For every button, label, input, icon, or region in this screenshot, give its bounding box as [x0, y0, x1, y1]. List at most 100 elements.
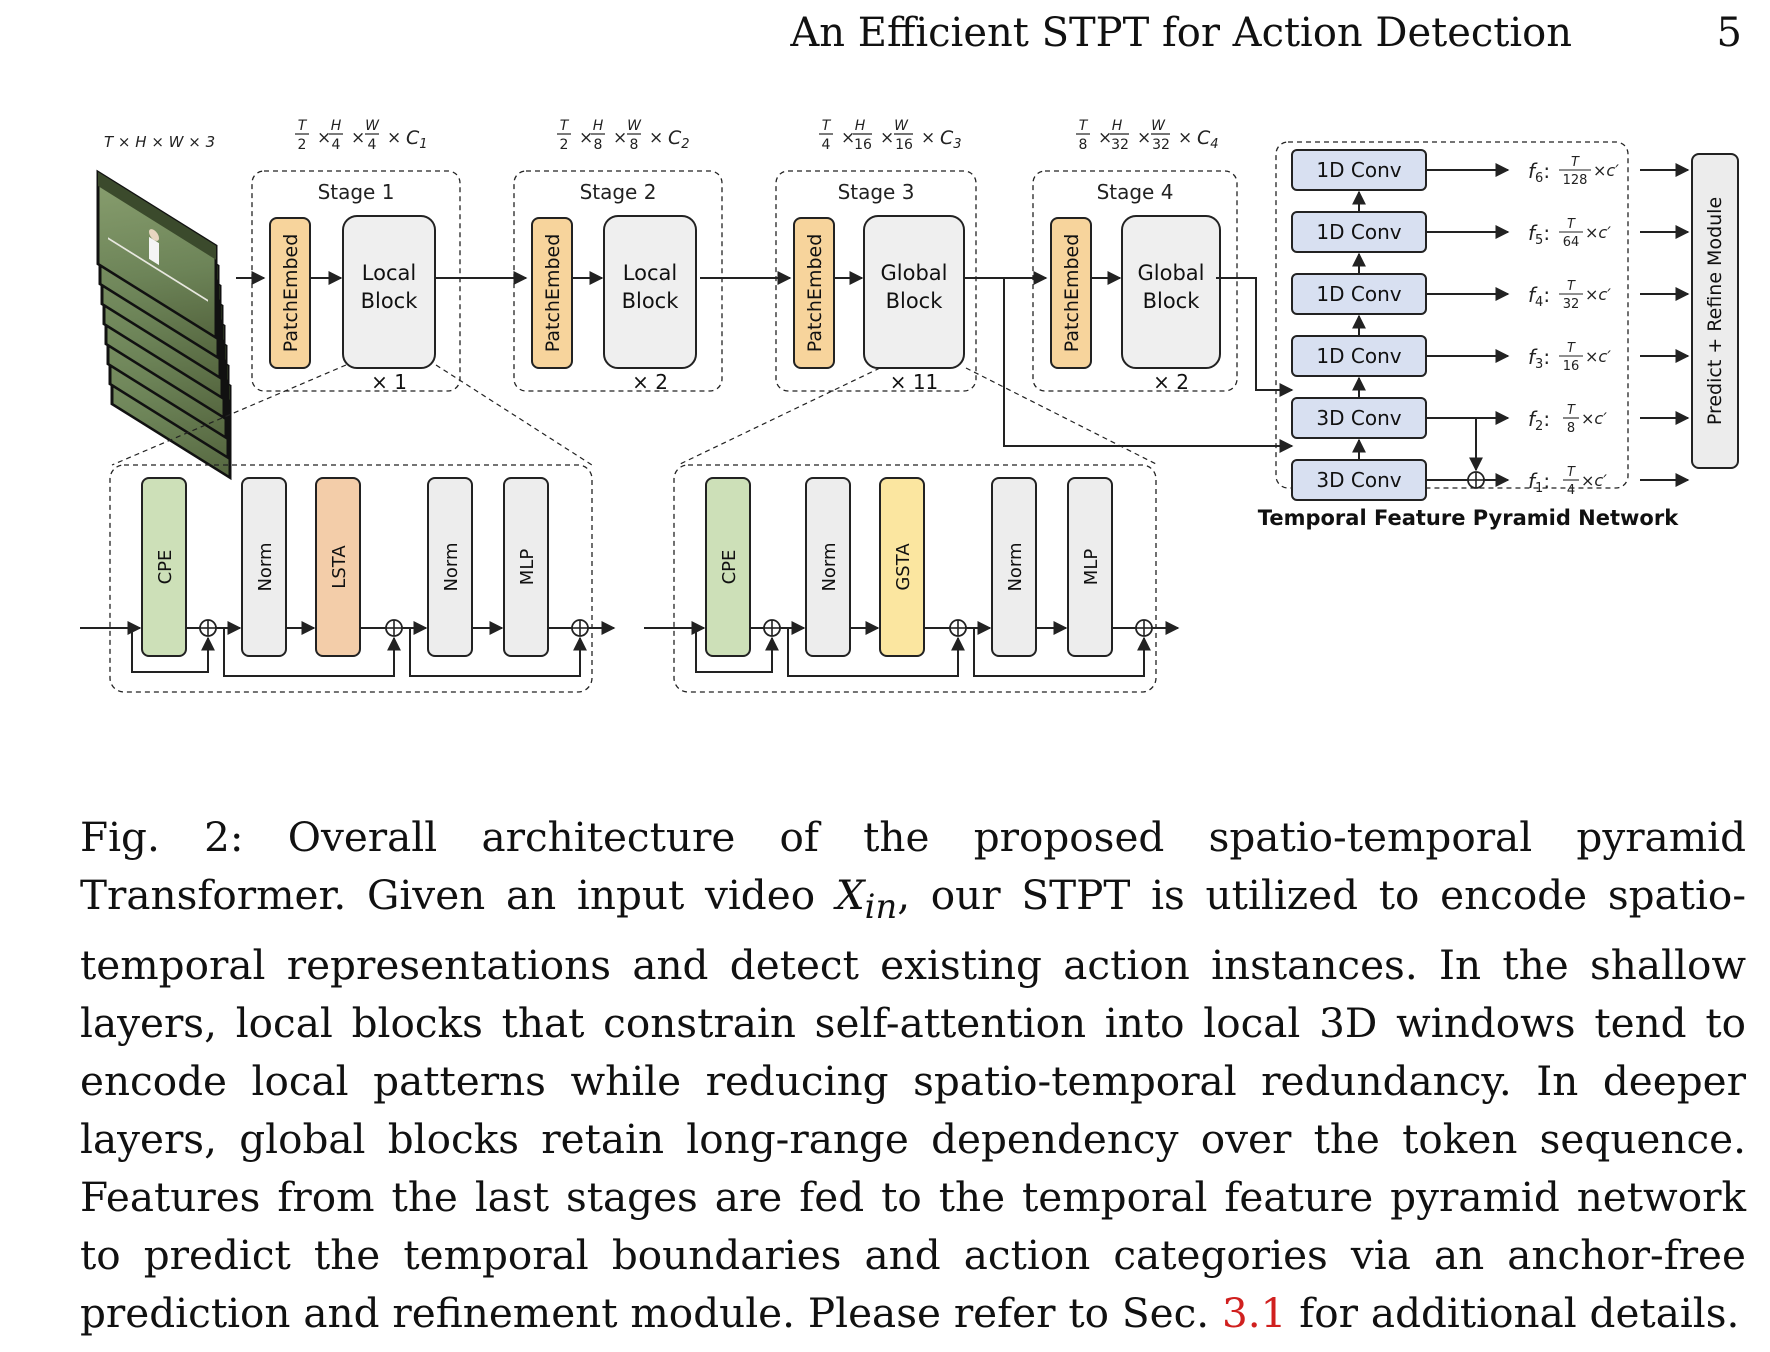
svg-text:8: 8: [1079, 137, 1088, 153]
stage-container: [513, 170, 723, 392]
svg-text:T: T: [298, 118, 308, 134]
svg-text:T: T: [822, 118, 832, 134]
figure-caption: Fig. 2: Overall architecture of the prop…: [80, 808, 1746, 1342]
pyramid-output-label: f2:T8×c′: [1528, 403, 1607, 436]
svg-text:f5:: f5:: [1528, 221, 1550, 248]
section-reference-link[interactable]: 3.1: [1222, 1289, 1287, 1338]
svg-text:×: ×: [317, 128, 331, 148]
svg-text:16: 16: [854, 137, 872, 153]
svg-text:2: 2: [560, 137, 569, 153]
transformer-block: [863, 215, 965, 369]
svg-text:H: H: [1112, 118, 1123, 134]
patch-embed-label: PatchEmbed: [280, 234, 302, 353]
repeat-count: × 1: [371, 370, 407, 394]
layer-box: [241, 477, 287, 657]
transformer-block: [1121, 215, 1221, 369]
svg-text:W: W: [1151, 118, 1166, 134]
pyramid-output-label: f4: T 32 ×c′: [1528, 279, 1611, 312]
page-number: 5: [1716, 10, 1742, 56]
running-title: An Efficient STPT for Action Detection: [790, 10, 1572, 56]
layer-label: GSTA: [893, 543, 914, 591]
svg-text:×c′: ×c′: [1585, 285, 1611, 304]
stage-flow-arrows: [436, 271, 1294, 453]
stage-container: [1032, 170, 1238, 392]
stage-output-shape: T2×H8×W8×C2: [557, 118, 690, 153]
svg-text:32: 32: [1563, 297, 1580, 312]
input-shape-label: T × H × W × 3: [104, 133, 215, 151]
conv-label: 1D Conv: [1316, 158, 1401, 182]
caption-text-end: for additional details.: [1286, 1289, 1740, 1338]
svg-text:T: T: [1567, 465, 1576, 480]
svg-text:64: 64: [1563, 235, 1580, 250]
svg-text:f6:: f6:: [1528, 159, 1550, 186]
pyramid-output-label: f1:T4×c′: [1528, 465, 1607, 498]
svg-text:×c′: ×c′: [1585, 347, 1611, 366]
layer-label: LSTA: [329, 545, 350, 589]
svg-text:16: 16: [895, 137, 913, 153]
tfpn-title: Temporal Feature Pyramid Network: [1258, 506, 1679, 530]
svg-text:T: T: [1567, 279, 1576, 294]
svg-text:T: T: [560, 118, 570, 134]
svg-text:C4: C4: [1197, 127, 1219, 152]
conv-label: 3D Conv: [1316, 468, 1401, 492]
predict-refine-module: [1691, 153, 1739, 469]
svg-text:T: T: [1079, 118, 1089, 134]
layer-box: [315, 477, 361, 657]
stage-container: [251, 170, 461, 392]
caption-text-middle: , our STPT is utilized to encode spatio-…: [80, 871, 1747, 1338]
svg-text:32: 32: [1111, 137, 1129, 153]
patch-embed-box: [793, 217, 835, 369]
patch-embed-box: [1050, 217, 1092, 369]
layer-label: CPE: [719, 550, 740, 585]
svg-text:f2:: f2:: [1528, 407, 1550, 434]
stage-output-shape: T4×H16×W16×C3: [819, 118, 962, 153]
svg-text:×: ×: [880, 128, 894, 148]
patch-embed-label: PatchEmbed: [542, 234, 564, 353]
repeat-count: × 2: [632, 370, 668, 394]
svg-text:W: W: [365, 118, 380, 134]
layer-box: [879, 477, 925, 657]
patch-embed-label: PatchEmbed: [1061, 234, 1083, 353]
stage-output-shape: T8×H32×W32×C4: [1076, 118, 1219, 153]
svg-text:2: 2: [298, 137, 307, 153]
stage-title: Stage 3: [838, 180, 915, 204]
block-name: Local: [362, 261, 416, 285]
stage-output-shape: T2×H4×W4×C1: [295, 118, 428, 153]
block-name: Global: [1138, 261, 1205, 285]
layer-box: [1067, 477, 1113, 657]
svg-text:T: T: [1567, 341, 1576, 356]
svg-text:×: ×: [351, 128, 365, 148]
svg-text:32: 32: [1152, 137, 1170, 153]
layer-box: [427, 477, 473, 657]
pyramid-output-label: f3:T16×c′: [1528, 341, 1611, 374]
svg-text:×: ×: [613, 128, 627, 148]
block-name: Block: [622, 289, 680, 313]
svg-text:×c′: ×c′: [1581, 409, 1607, 428]
svg-text:×c′: ×c′: [1585, 223, 1611, 242]
conv-label: 3D Conv: [1316, 406, 1401, 430]
svg-text:×: ×: [1098, 128, 1112, 148]
repeat-count: × 11: [890, 370, 939, 394]
svg-text:128: 128: [1563, 173, 1588, 188]
svg-text:4: 4: [822, 137, 831, 153]
svg-text:C1: C1: [406, 127, 428, 152]
transformer-block: [342, 215, 436, 369]
block-name: Global: [881, 261, 948, 285]
svg-text:×c′: ×c′: [1593, 161, 1619, 180]
svg-text:H: H: [331, 118, 342, 134]
block-name: Block: [886, 289, 944, 313]
svg-text:f4:: f4:: [1528, 283, 1550, 310]
svg-text:16: 16: [1563, 359, 1580, 374]
svg-text:W: W: [627, 118, 642, 134]
svg-text:8: 8: [630, 137, 639, 153]
svg-text:8: 8: [594, 137, 603, 153]
svg-text:×: ×: [387, 128, 401, 148]
layer-label: MLP: [517, 549, 538, 586]
